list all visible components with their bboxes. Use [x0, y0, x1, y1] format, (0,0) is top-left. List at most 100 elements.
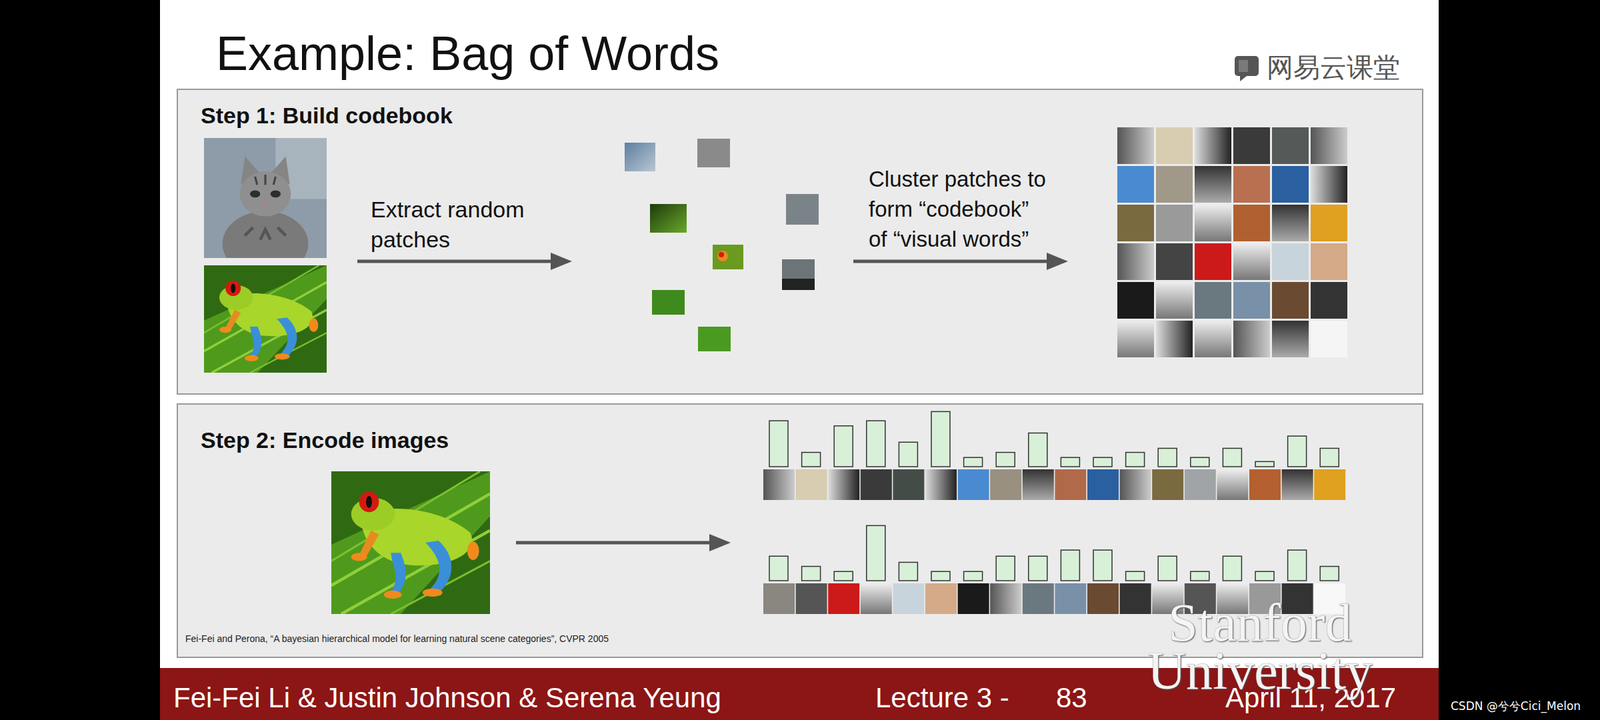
visual-word: [990, 583, 1022, 614]
visual-word: [1272, 243, 1309, 280]
frog-photo: [204, 265, 327, 373]
visual-word: [1194, 204, 1232, 242]
panel-heading: Step 1: Build codebook: [200, 102, 453, 129]
histogram-bar: [1288, 550, 1307, 581]
patch-detail: [717, 250, 728, 262]
visual-word: [1117, 204, 1154, 242]
visual-word: [1184, 469, 1216, 500]
histogram-bar: [898, 562, 918, 581]
patch-detail: [782, 278, 815, 290]
histogram-bar: [996, 556, 1015, 581]
visual-word: [1117, 282, 1154, 319]
visual-word: [1310, 282, 1348, 319]
watermark: 网易云课堂: [1266, 52, 1400, 83]
arrow: [853, 252, 1068, 270]
visual-word: [1117, 320, 1154, 358]
visual-word: [860, 583, 892, 614]
histogram-bar: [898, 442, 918, 467]
histogram-bar: [1255, 571, 1274, 581]
histogram-bar: [1093, 550, 1112, 581]
histogram-bar: [1190, 457, 1210, 467]
visual-word: [1156, 282, 1193, 319]
image-patch: [786, 194, 819, 225]
histogram-bar: [866, 525, 886, 581]
visual-word: [1054, 583, 1086, 614]
visual-word: [1117, 127, 1154, 164]
histogram-bar: [1028, 433, 1048, 467]
visual-word: [925, 583, 957, 614]
visual-word: [1314, 469, 1346, 500]
arrow: [357, 252, 572, 270]
histogram-bar: [769, 556, 788, 581]
histogram-bar: [1093, 457, 1112, 467]
histogram-bar: [1126, 452, 1145, 467]
visual-word: [1054, 469, 1086, 500]
histogram-bar: [1060, 457, 1080, 467]
visual-word: [990, 469, 1022, 500]
visual-word: [1310, 166, 1348, 203]
visual-word: [1272, 320, 1309, 358]
histogram-bar: [1222, 448, 1242, 467]
histogram-bar: [1126, 571, 1145, 581]
histogram-bar: [1255, 461, 1274, 467]
university-logo: Stanford University: [1133, 598, 1387, 695]
histogram-bar: [769, 420, 788, 467]
visual-word: [1233, 243, 1270, 280]
visual-word: [1310, 243, 1348, 280]
visual-word: [1310, 320, 1348, 358]
histogram-bar: [802, 566, 821, 581]
step-panel: Step 1: Build codebookExtract random pat…: [176, 88, 1424, 395]
visual-word: [1282, 469, 1314, 500]
histogram-bar: [1158, 556, 1177, 581]
histogram-bar: [1222, 556, 1242, 581]
histogram-bar: [802, 452, 821, 467]
image-patch: [697, 138, 730, 168]
visual-word: [1022, 469, 1054, 500]
visual-word: [1117, 243, 1154, 280]
codebook-grid: [1117, 127, 1348, 358]
visual-word: [763, 583, 795, 614]
visual-word: [796, 583, 828, 614]
visual-word: [1194, 127, 1232, 164]
image-patch: [652, 290, 685, 315]
citation: Fei-Fei and Perona, “A bayesian hierarch…: [185, 632, 609, 645]
histogram-bar: [1190, 571, 1210, 581]
visual-word: [1272, 282, 1309, 319]
footer-lecture: Lecture 3 -: [875, 681, 1010, 715]
visual-word: [1216, 469, 1248, 500]
visual-word: [1120, 583, 1152, 614]
histogram-bar: [1320, 566, 1339, 581]
histogram-bar: [834, 571, 853, 581]
visual-word: [958, 583, 990, 614]
visual-word: [925, 469, 957, 500]
visual-word: [958, 469, 990, 500]
visual-word: [1310, 127, 1348, 164]
image-patch: [782, 259, 815, 290]
visual-word: [1156, 127, 1193, 164]
panel-heading: Step 2: Encode images: [200, 426, 449, 454]
visual-word: [1152, 469, 1184, 500]
image-patch: [624, 142, 656, 172]
histogram-bar: [964, 571, 983, 581]
arrow-label: Cluster patches to form “codebook” of “v…: [868, 164, 1050, 254]
visual-word: [892, 469, 924, 500]
image-patch: [650, 204, 687, 233]
visual-word: [1194, 166, 1232, 203]
histogram-bar: [1060, 550, 1080, 581]
patch-group: [624, 138, 819, 352]
cat-photo: [204, 138, 327, 276]
visual-word: [1249, 469, 1281, 500]
histogram-bar: [1158, 448, 1177, 467]
visual-word: [1156, 166, 1193, 203]
visual-word: [860, 469, 892, 500]
source-credit: CSDN @兮兮Cici_Melon: [1450, 698, 1581, 714]
image-patch: [712, 244, 744, 270]
footer-authors: Fei-Fei Li & Justin Johnson & Serena Yeu…: [173, 681, 722, 715]
slide-ground: [160, 0, 1439, 720]
visual-word: [1194, 282, 1232, 319]
visual-word: [1022, 583, 1054, 614]
visual-word: [1194, 320, 1232, 358]
visual-word: [763, 469, 795, 500]
visual-word: [1233, 204, 1270, 242]
visual-word: [1272, 166, 1309, 203]
